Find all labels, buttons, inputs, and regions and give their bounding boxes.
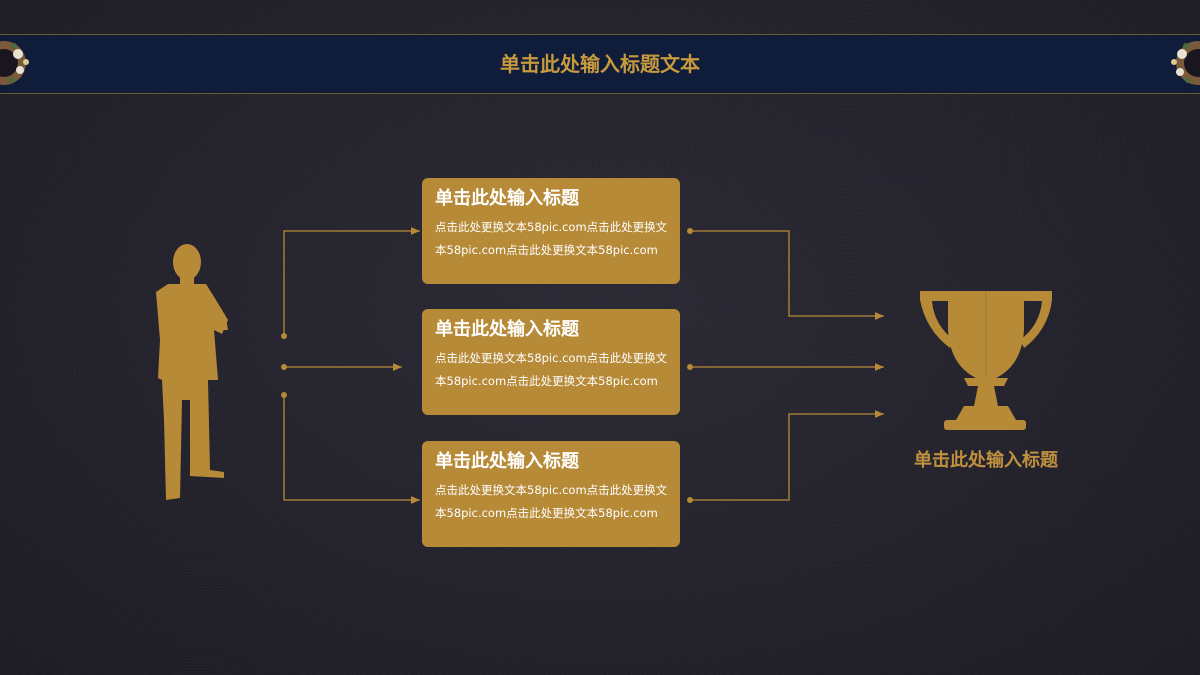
box-title: 单击此处输入标题: [435, 451, 579, 472]
connector-left-bottom: [283, 395, 420, 504]
flower-wreath-icon: [0, 41, 29, 85]
connector-right-top: [690, 230, 884, 320]
info-box-2[interactable]: 单击此处输入标题 点击此处更换文本58pic.com点击此处更换文本58pic.…: [422, 309, 680, 415]
trophy-label[interactable]: 单击此处输入标题: [914, 450, 1058, 471]
page-title: 单击此处输入标题文本: [500, 52, 700, 76]
title-banner: 单击此处输入标题文本: [0, 34, 1200, 94]
connector-right-bottom: [690, 410, 884, 501]
info-box-3[interactable]: 单击此处输入标题 点击此处更换文本58pic.com点击此处更换文本58pic.…: [422, 441, 680, 547]
box-title: 单击此处输入标题: [435, 188, 579, 209]
box-text: 点击此处更换文本58pic.com点击此处更换文本58pic.com点击此处更换…: [435, 351, 668, 388]
info-box-1[interactable]: 单击此处输入标题 点击此处更换文本58pic.com点击此处更换文本58pic.…: [422, 178, 680, 284]
connector-left-top: [283, 227, 420, 336]
flower-wreath-icon: [1171, 41, 1200, 85]
box-text: 点击此处更换文本58pic.com点击此处更换文本58pic.com点击此处更换…: [435, 220, 668, 257]
box-text: 点击此处更换文本58pic.com点击此处更换文本58pic.com点击此处更换…: [435, 483, 668, 520]
box-title: 单击此处输入标题: [435, 319, 579, 340]
